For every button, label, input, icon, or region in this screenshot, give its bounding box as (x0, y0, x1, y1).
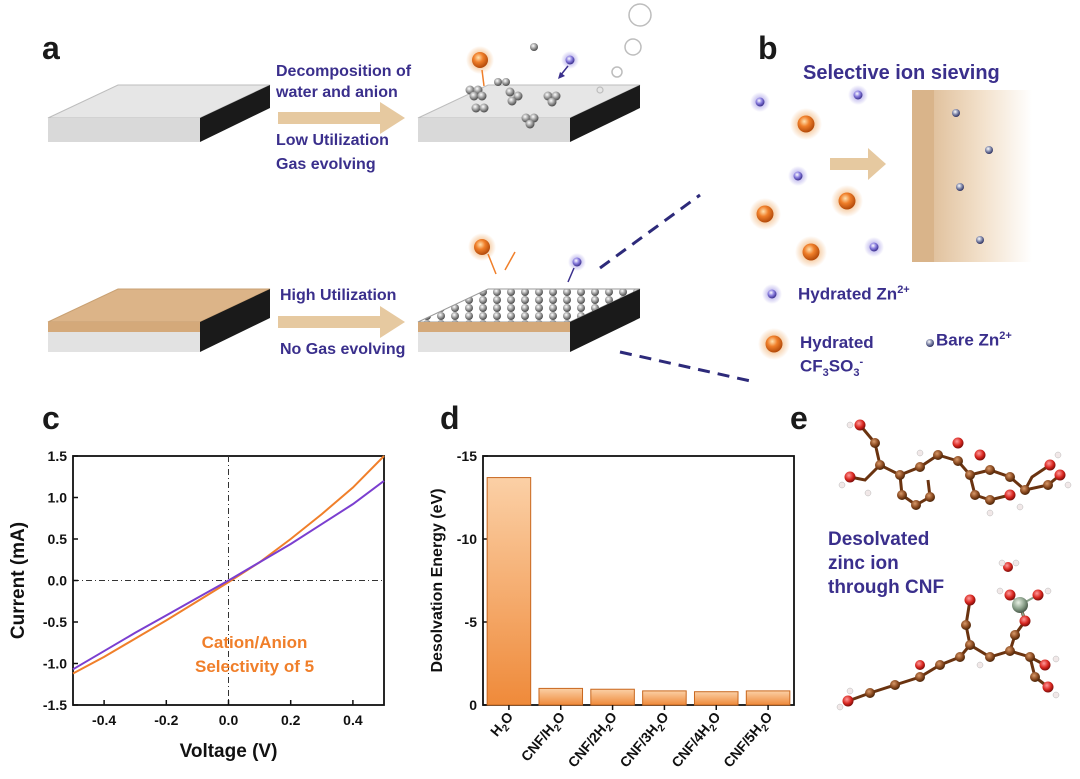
iv-ytick-label: -0.5 (43, 614, 67, 630)
legend-bare-zn: Bare Zn2+ (936, 330, 1012, 351)
arrow-top (278, 102, 405, 134)
panel-label-d: d (440, 400, 460, 436)
zinc-slab-uniform (417, 233, 641, 352)
panel-a-schematic (47, 3, 756, 384)
iv-ytick-label: 0.0 (48, 573, 68, 589)
cnf-molecule-bottom (847, 599, 1049, 703)
iv-chart: -1.5 -1.0 -0.5 0.0 0.5 1.0 1.5 -0.4 -0.2 0.0 0.2 0.… (8, 448, 385, 762)
legend-hydrated-zn: Hydrated Zn2+ (798, 284, 910, 305)
arrow-bottom-label-1: High Utilization (280, 287, 397, 304)
zinc-slab-coated (47, 288, 271, 352)
panel-e-label-1: Desolvated (828, 529, 930, 550)
iv-ytick-label: -1.5 (43, 697, 67, 713)
panel-b-title: Selective ion sieving (803, 62, 1000, 84)
arrow-top-label-4: Gas evolving (276, 156, 376, 173)
bar-category-label: H2O (487, 709, 519, 742)
desolvation-bar-chart: -15 -10 -5 0 Desolvation Energy (eV) H2OCNF/H… (429, 448, 795, 773)
panel-b-schematic (749, 85, 1032, 360)
bar-2 (538, 687, 584, 706)
iv-xtick-label: 0.2 (281, 712, 301, 728)
panel-label-a: a (42, 30, 60, 66)
arrow-bottom (278, 306, 405, 338)
iv-x-axis-label: Voltage (V) (180, 741, 278, 762)
iv-series-line-2 (72, 480, 385, 671)
iv-ytick-label: 1.0 (48, 490, 68, 506)
bar-category-label: CNF/3H2O (616, 709, 674, 773)
bar-3 (590, 688, 635, 706)
arrow-top-label-3: Low Utilization (276, 132, 389, 149)
iv-annotation: Cation/Anion Selectivity of 5 (195, 631, 314, 679)
bar-4 (642, 690, 687, 706)
legend-bare-zn-sup: 2+ (999, 330, 1012, 342)
zinc-slab-bare (47, 84, 271, 142)
iv-annotation-line2: Selectivity of 5 (195, 657, 315, 676)
iv-ytick-label: 0.5 (48, 531, 68, 547)
bar-category-label: CNF/H2O (518, 709, 571, 767)
zoom-line-lower (619, 350, 756, 384)
legend-anion-sub2: 3 (853, 367, 860, 380)
bar-ytick-label: -5 (465, 614, 478, 630)
panel-label-b: b (758, 30, 778, 66)
legend-hydrated-zn-text: Hydrated Zn (798, 284, 898, 304)
panel-e-molecules (836, 419, 1072, 711)
bar-ytick-label: -10 (457, 531, 477, 547)
bar-category-label: CNF/4H2O (668, 709, 726, 773)
legend-anion-so: SO (828, 356, 854, 376)
bar-category-label: CNF/5H2O (720, 709, 778, 773)
panel-label-c: c (42, 400, 60, 436)
bar-ytick-label: -15 (457, 448, 477, 464)
bar-1 (486, 477, 532, 706)
iv-xtick-label: 0.4 (343, 712, 363, 728)
zoom-line-upper (599, 193, 701, 270)
iv-series-line-1 (72, 455, 385, 675)
iv-xtick-label: -0.4 (92, 712, 116, 728)
zinc-slab-corroded (417, 3, 652, 142)
iv-y-axis-label: Current (mA) (8, 522, 29, 639)
iv-ytick-label: -1.0 (43, 656, 67, 672)
panel-label-e: e (790, 400, 808, 436)
panel-e-label-3: through CNF (828, 577, 945, 598)
zinc-ion-atom (1012, 597, 1028, 613)
iv-xtick-label: 0.0 (219, 712, 239, 728)
iv-annotation-line1: Cation/Anion (201, 633, 308, 652)
bar-6 (745, 690, 791, 706)
panel-e-label-2: zinc ion (828, 553, 899, 574)
bar-category-label: CNF/2H2O (565, 709, 623, 773)
bar-plot-frame (482, 455, 795, 706)
legend-bare-zn-text: Bare Zn (936, 330, 1000, 350)
iv-ytick-label: 1.5 (48, 448, 68, 464)
legend-hydrated-anion-2: CF3SO3- (800, 356, 863, 379)
bar-ytick-label: 0 (469, 697, 477, 713)
bar-y-axis-label: Desolvation Energy (eV) (429, 488, 446, 672)
bar-5 (693, 691, 739, 706)
arrow-bottom-label-2: No Gas evolving (280, 341, 406, 358)
legend-anion-sub1: 3 (822, 367, 829, 380)
legend-anion-sup: - (859, 356, 864, 368)
iv-xtick-label: -0.2 (154, 712, 178, 728)
legend-hydrated-anion-1: Hydrated (800, 333, 874, 352)
arrow-top-label-2: water and anion (276, 84, 398, 101)
legend-anion-cf: CF (800, 356, 823, 376)
panel-e-label: Desolvated zinc ion through CNF (828, 528, 944, 600)
legend-hydrated-zn-sup: 2+ (897, 284, 910, 296)
arrow-top-label-1: Decomposition of (276, 63, 412, 80)
